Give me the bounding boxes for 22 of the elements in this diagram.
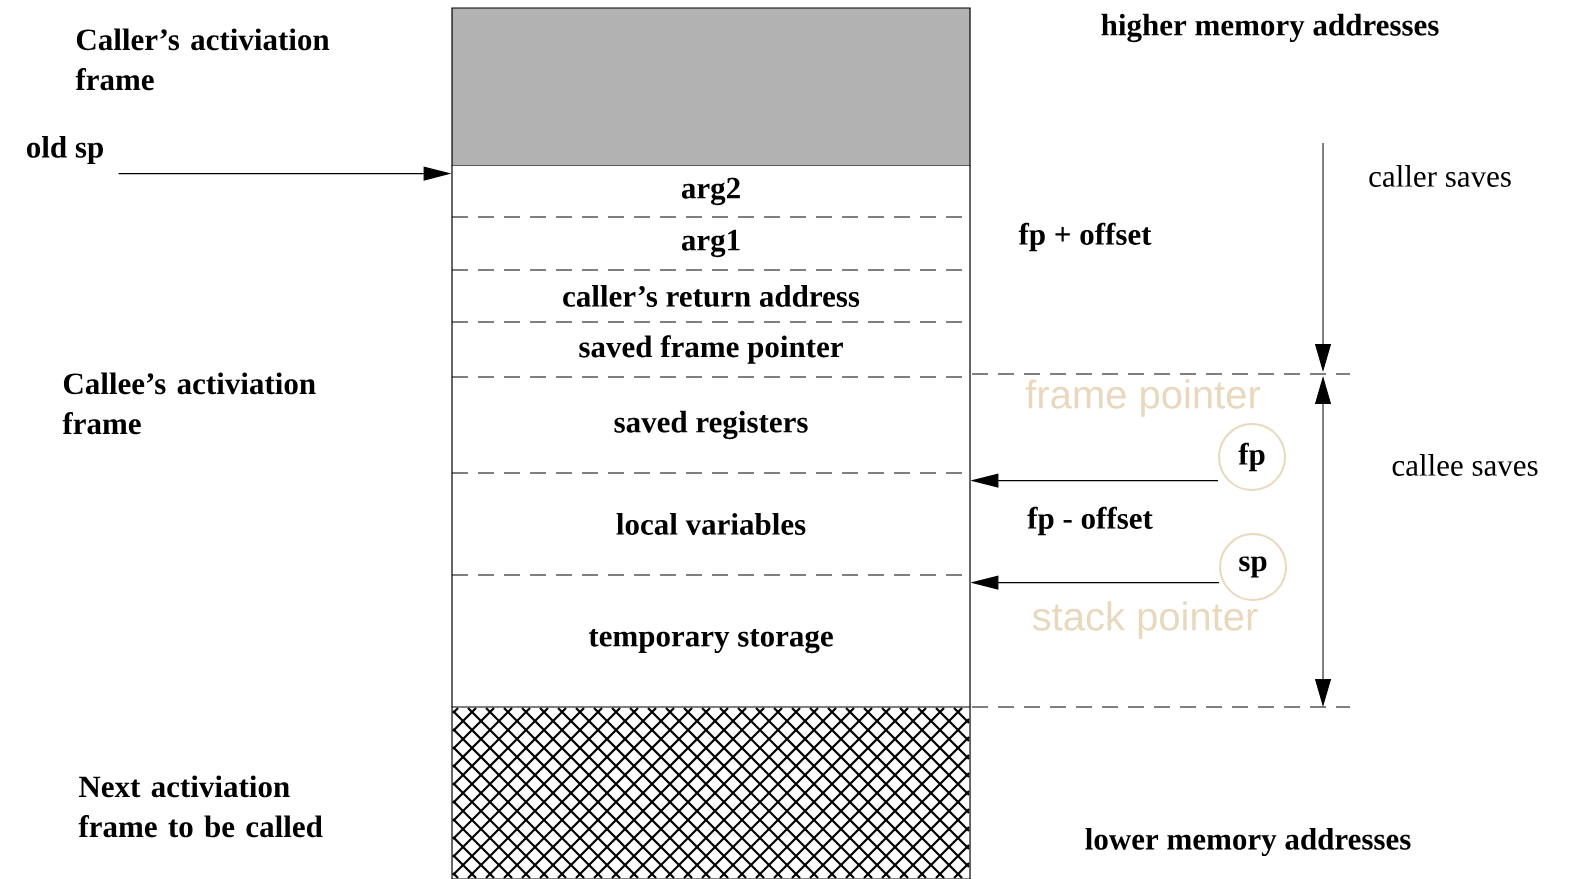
pointer-caption: frame pointer — [1025, 379, 1261, 417]
node-label: arg2 — [681, 177, 740, 206]
stack-slot: saved registers — [451, 376, 971, 474]
annotation: higher memory addresses — [1101, 13, 1439, 43]
annotation: lower memory addresses — [1085, 827, 1411, 857]
annotation: fp - offset — [1027, 506, 1153, 536]
pointer-label: old sp — [27, 135, 103, 165]
stack-slot: temporary storage — [451, 574, 971, 708]
pointer-caption: stack pointer — [1032, 601, 1258, 639]
stack-slot: local variables — [451, 472, 971, 576]
frame-label: Callee’s activiation frame — [62, 372, 316, 435]
stack-slot: arg2 — [451, 165, 971, 218]
frame-label: Caller’s activiation frame — [75, 28, 330, 91]
annotation: callee saves — [1392, 454, 1538, 476]
caller-frame-block — [451, 7, 971, 167]
frame-label: Next activiation frame to be called — [78, 775, 323, 838]
stack-slot: saved frame pointer — [451, 321, 971, 378]
stack-slot: arg1 — [451, 216, 971, 271]
annotation: caller saves — [1369, 165, 1511, 187]
stack-slot: caller’s return address — [451, 269, 971, 323]
hatched-frame-block — [451, 706, 971, 879]
annotation: fp + offset — [1018, 222, 1152, 252]
